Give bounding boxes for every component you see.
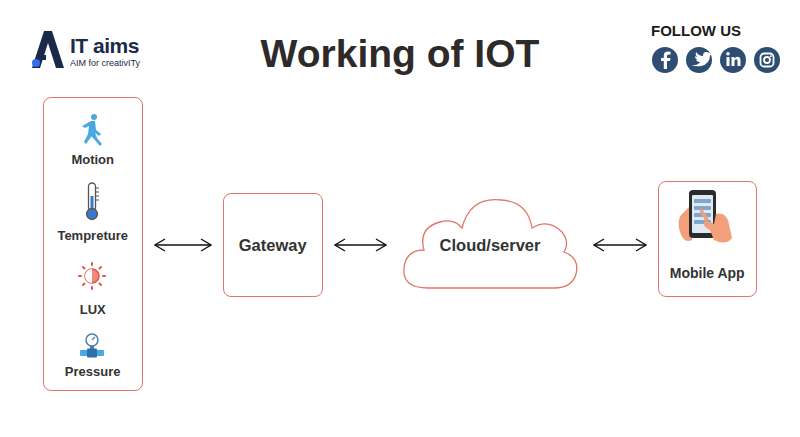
node-text: Motion — [71, 153, 114, 168]
node-text: Gateway — [239, 236, 307, 255]
gateway-box: Gateway — [223, 193, 323, 297]
pressure-icon — [80, 334, 104, 358]
node-text: Pressure — [65, 365, 121, 380]
phone-icon — [679, 190, 732, 243]
double-arrow — [594, 244, 646, 245]
logo-mark — [32, 31, 64, 68]
node-text: Cloud/server — [440, 236, 541, 255]
lux-icon — [79, 263, 105, 289]
temperature-icon — [87, 183, 100, 220]
logo-tagline: AIM for creativITy — [70, 59, 140, 69]
node-text: LUX — [80, 303, 106, 318]
cloud-shape: Cloud/server — [398, 188, 582, 304]
follow-heading: FOLLOW US — [651, 23, 741, 40]
social-icons — [652, 47, 780, 73]
node-text: Tempreture — [57, 229, 128, 244]
double-arrow — [155, 244, 211, 245]
sensor-group-box: MotionTempretureLUX Pressure — [43, 97, 143, 391]
mobile-app-box: Mobile App — [658, 181, 757, 297]
double-arrow — [335, 244, 386, 245]
motion-icon — [82, 114, 102, 146]
logo-text: IT aims — [70, 34, 139, 57]
node-text: Mobile App — [670, 265, 745, 281]
